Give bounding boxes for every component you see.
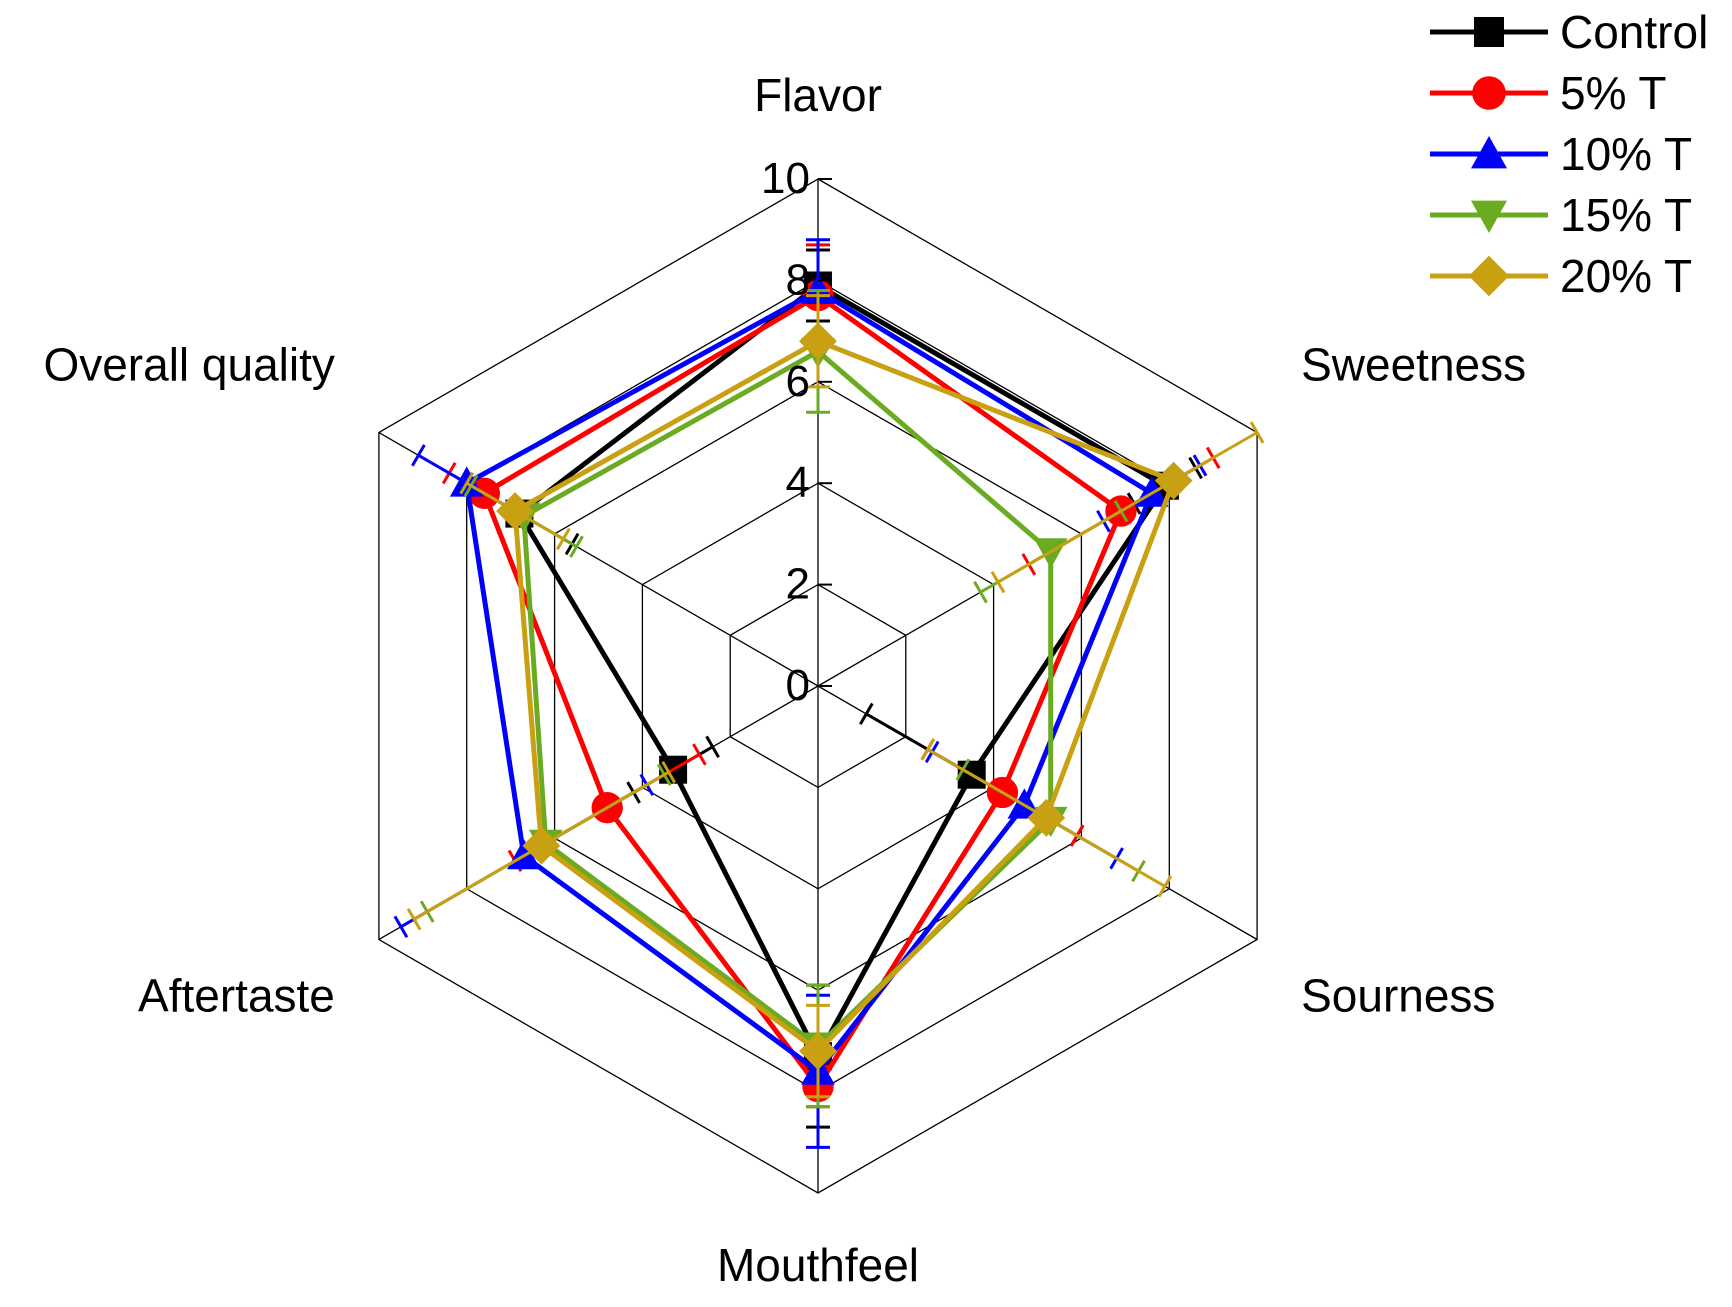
legend-marker-3 (1471, 200, 1507, 233)
legend: Control 5% T 10% T 15% T 20% T (1430, 6, 1708, 302)
axis-label-3: Mouthfeel (717, 1239, 919, 1291)
tick-label-0: 0 (786, 661, 810, 710)
error-cap-low-0-2 (859, 702, 874, 726)
data-point-4-4 (522, 826, 561, 865)
error-cap-low-1-4 (692, 743, 707, 766)
tick-label-5: 10 (761, 154, 810, 203)
axis-label-1: Sweetness (1301, 339, 1526, 391)
error-cap-low-0-4 (705, 735, 720, 758)
legend-label-3: 15% T (1560, 189, 1692, 241)
data-point-4-3 (799, 1032, 837, 1070)
legend-marker-2 (1471, 136, 1507, 169)
legend-entry-1: 5% T (1430, 67, 1667, 119)
series-layer (393, 238, 1265, 1149)
error-cap-low-4-4 (661, 761, 676, 784)
tick-label-4: 8 (786, 255, 810, 304)
legend-label-4: 20% T (1560, 250, 1692, 302)
legend-entry-4: 20% T (1430, 250, 1692, 302)
tick-label-1: 2 (786, 560, 810, 609)
error-cap-low-4-2 (920, 738, 936, 761)
legend-entry-0: Control (1430, 6, 1708, 58)
data-point-4-2 (1027, 798, 1066, 837)
tick-label-2: 4 (786, 458, 810, 507)
radial-tick-labels: 0 2 4 6 8 10 (761, 154, 832, 710)
axis-label-5: Overall quality (43, 339, 334, 391)
tick-label-3: 6 (786, 357, 810, 406)
legend-label-1: 5% T (1560, 67, 1667, 119)
error-cap-high-4-2 (1157, 875, 1173, 898)
legend-marker-1 (1472, 76, 1506, 110)
error-cap-high-4-4 (406, 908, 422, 931)
legend-label-2: 10% T (1560, 128, 1692, 180)
error-bar-4-1 (997, 431, 1258, 584)
legend-label-0: Control (1560, 6, 1708, 58)
error-cap-high-4-1 (1249, 421, 1265, 444)
error-cap-low-3-1 (973, 581, 988, 604)
error-cap-high-2-4 (393, 915, 409, 938)
error-cap-low-4-5 (556, 527, 571, 551)
series-4 (406, 294, 1265, 1099)
data-point-4-5 (496, 492, 534, 530)
legend-marker-0 (1474, 17, 1504, 47)
axis-label-0: Flavor (754, 69, 882, 121)
axis-label-2: Sourness (1301, 970, 1495, 1022)
error-cap-low-4-1 (990, 570, 1006, 594)
series-1 (441, 243, 1221, 1109)
data-point-4-1 (1154, 461, 1193, 500)
axis-label-4: Aftertaste (138, 970, 335, 1022)
error-cap-high-4-5 (459, 472, 474, 495)
data-point-4-0 (799, 322, 837, 361)
legend-entry-3: 15% T (1430, 189, 1692, 241)
legend-entry-2: 10% T (1430, 128, 1692, 180)
legend-marker-4 (1468, 255, 1510, 297)
error-cap-high-2-5 (411, 444, 426, 467)
error-cap-low-3-5 (569, 535, 584, 558)
